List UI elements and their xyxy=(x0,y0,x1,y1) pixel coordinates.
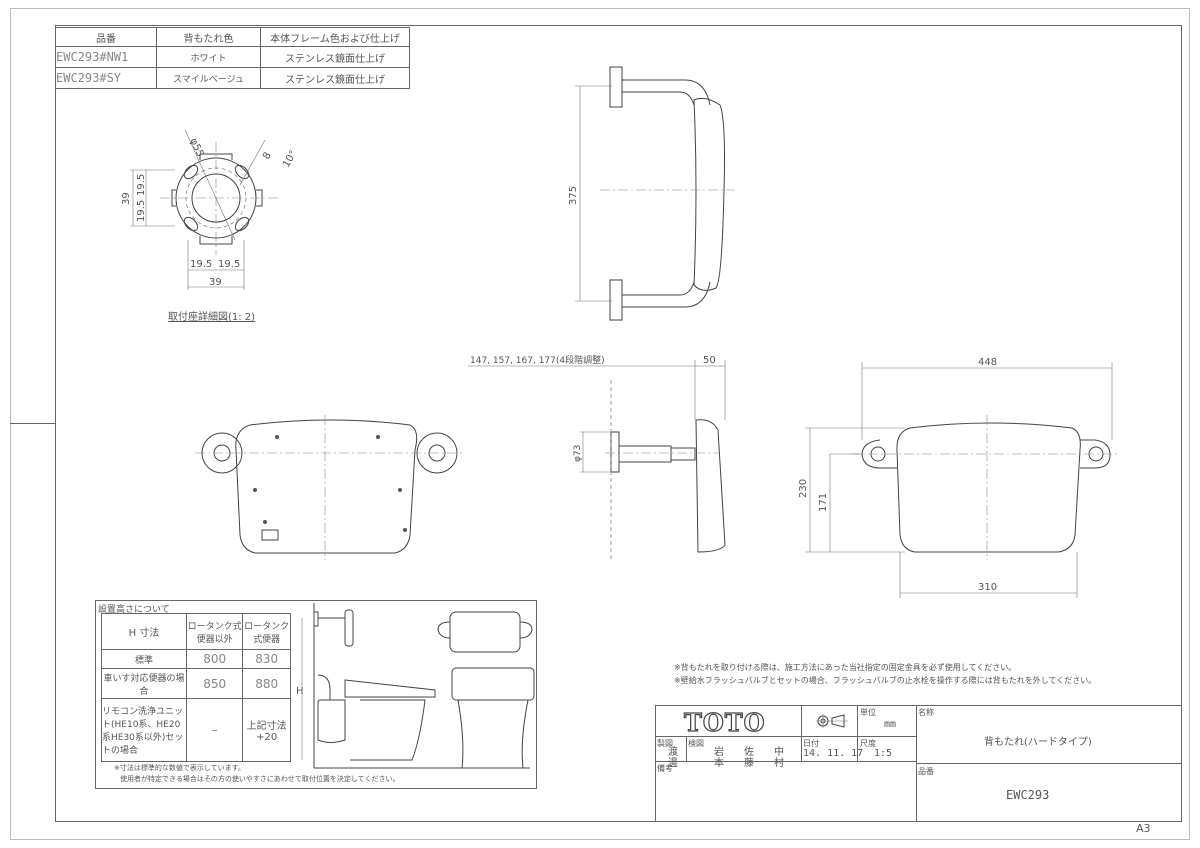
svg-text:19.5: 19.5 xyxy=(190,259,212,270)
svg-text:8: 8 xyxy=(261,150,274,161)
part-number: EWC293 xyxy=(1006,788,1050,802)
checked-label: 検図 xyxy=(688,739,704,748)
checker-2: 佐 藤 xyxy=(744,747,754,769)
svg-text:19.5: 19.5 xyxy=(136,200,147,222)
drawn-by: 渡 邊 xyxy=(668,747,678,769)
drawn-label: 製図 xyxy=(657,739,673,748)
toto-logo: TOTO xyxy=(683,707,766,737)
checker-1: 岩 本 xyxy=(714,747,724,769)
front-view: 448 230 171 310 xyxy=(798,357,1120,598)
product-name: 背もたれ(ハードタイプ) xyxy=(984,737,1092,748)
checker-3: 中 村 xyxy=(774,747,784,769)
side-view: 147, 157, 167, 177(4段階調整) 50 φ73 xyxy=(468,354,726,560)
svg-text:171: 171 xyxy=(818,493,829,512)
svg-text:19.5: 19.5 xyxy=(136,174,147,196)
table-row: 車いす対応便器の場合 850 880 xyxy=(101,668,291,699)
install-height-table: H 寸法 ロータンク式便器以外 ロータンク式便器 標準 800 830 車いす対… xyxy=(101,613,291,762)
sheet-size: A3 xyxy=(1136,822,1151,835)
svg-text:φ55: φ55 xyxy=(187,137,205,159)
install-note-1: ※寸法は標準的な数値で表示しています。 xyxy=(114,764,245,772)
date-value: 14. 11. 17 xyxy=(803,748,864,759)
table-row: リモコン洗浄ユニット(HE10系、HE20系HE30系以外)セットの場合 – 上… xyxy=(101,698,291,762)
date-label: 日付 xyxy=(803,739,819,748)
svg-text:H: H xyxy=(296,686,304,697)
svg-text:39: 39 xyxy=(209,277,222,288)
outer-border xyxy=(10,8,1190,840)
unit-value: mm xyxy=(884,719,897,730)
unit-label: 単位 xyxy=(860,708,876,717)
toilet-illustration: H xyxy=(296,603,535,769)
install-note-2: 使用者が特定できる場合はその方の使いやすさにあわせて取付位置を決定してください。 xyxy=(120,775,400,783)
scale-label: 尺度 xyxy=(860,739,876,748)
svg-text:50: 50 xyxy=(703,355,716,366)
title-block: TOTO 単位 mm 製図 渡 邊 検図 岩 本 佐 藤 中 村 日付 14. … xyxy=(655,705,1181,821)
flange-caption: 取付座詳細図(1: 2) xyxy=(168,310,255,323)
note-1: ※背もたれを取り付ける際は、施工方法にあった当社指定の固定金具を必ず使用してくだ… xyxy=(674,663,1017,672)
svg-text:375: 375 xyxy=(568,186,579,205)
table-row: 標準 800 830 xyxy=(101,649,291,669)
name-label: 名称 xyxy=(918,708,934,717)
svg-text:10°: 10° xyxy=(281,149,299,170)
svg-text:φ73: φ73 xyxy=(573,445,583,462)
svg-text:310: 310 xyxy=(978,582,997,593)
remarks-label: 備考 xyxy=(657,764,673,773)
svg-text:448: 448 xyxy=(978,357,997,368)
flange-detail: φ55 8 10° 39 19.5 19.5 19.5 19.5 39 取付座詳… xyxy=(121,129,299,323)
svg-text:147, 157, 167, 177(4段階調整): 147, 157, 167, 177(4段階調整) xyxy=(470,354,605,366)
projection-symbol-icon xyxy=(816,714,848,728)
svg-text:39: 39 xyxy=(121,192,132,205)
drawing-frame xyxy=(55,25,1182,822)
top-view: 375 xyxy=(568,66,735,321)
install-height-box: 設置高さについて H 寸法 ロータンク式便器以外 ロータンク式便器 標準 800… xyxy=(95,600,537,789)
front-view-back xyxy=(195,415,465,560)
svg-text:19.5: 19.5 xyxy=(218,259,240,270)
scale-value: 1:5 xyxy=(874,748,893,759)
parts-table: 品番 背もたれ色 本体フレーム色および仕上げ EWC293#NW1 ホワイト ス… xyxy=(55,27,410,89)
note-2: ※壁給水フラッシュバルブとセットの場合、フラッシュバルブの止水栓を操作する際には… xyxy=(674,676,1097,685)
part-label: 品番 xyxy=(918,767,934,776)
table-row: EWC293#NW1 ホワイト ステンレス鏡面仕上げ xyxy=(55,46,410,68)
table-row: EWC293#SY スマイルベージュ ステンレス鏡面仕上げ xyxy=(55,67,410,89)
svg-text:230: 230 xyxy=(798,479,809,498)
install-height-title: 設置高さについて xyxy=(98,605,170,615)
center-mark xyxy=(10,423,55,424)
